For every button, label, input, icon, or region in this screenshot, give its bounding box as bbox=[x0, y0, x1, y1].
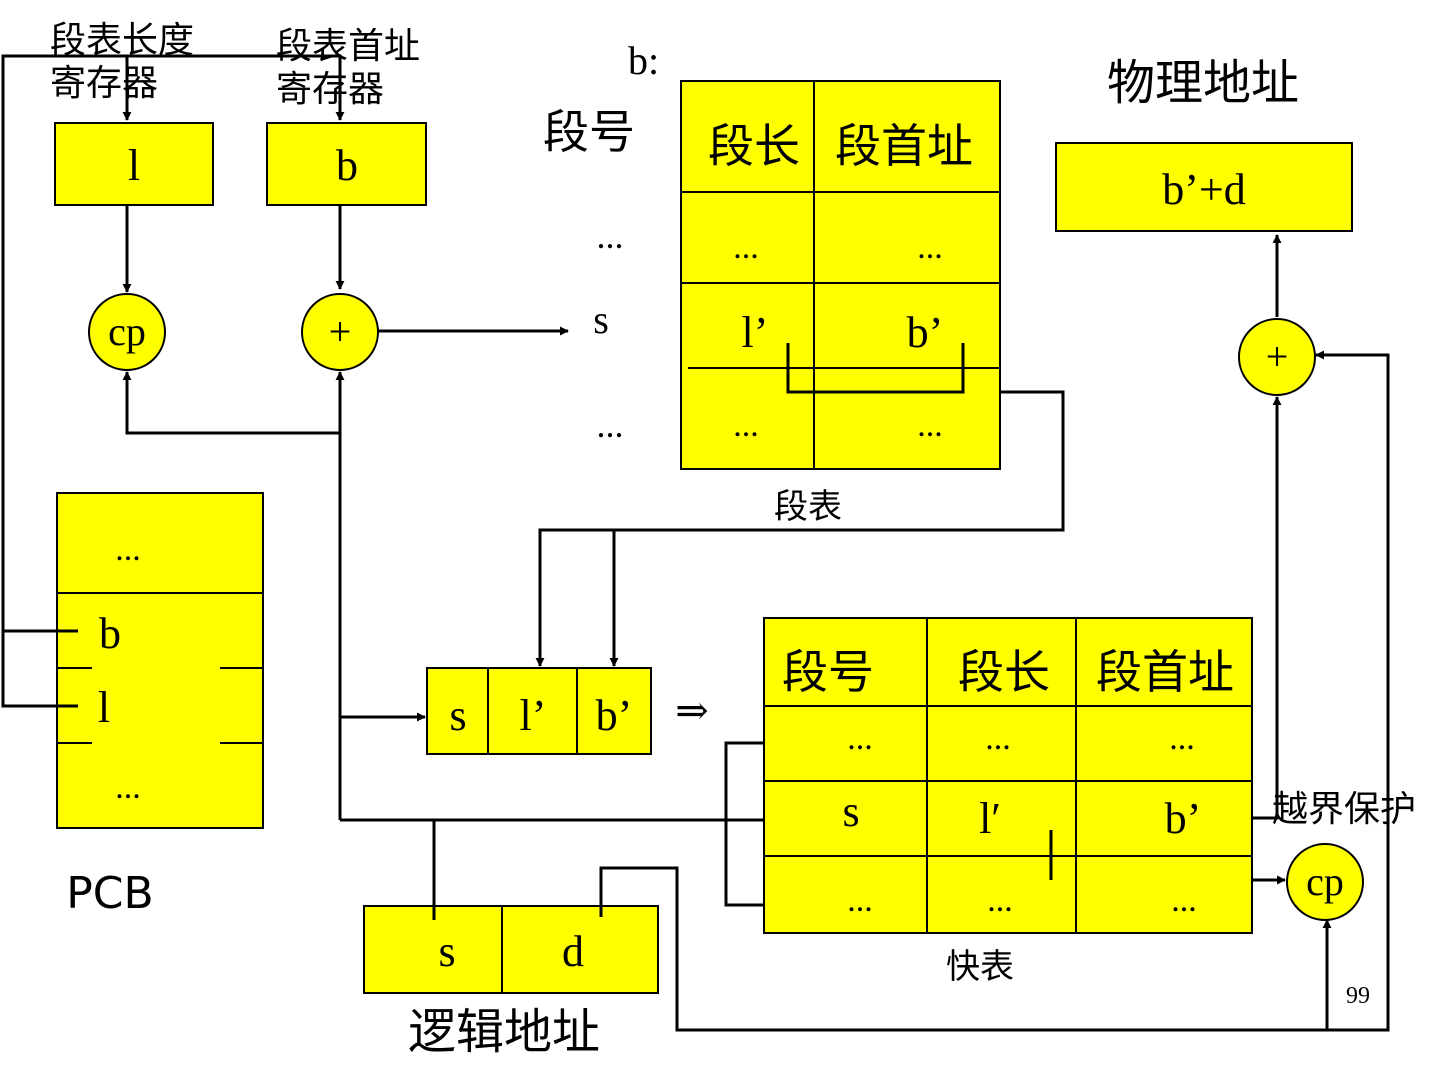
tlb-row-2-length: ... bbox=[987, 882, 1013, 919]
segment-entry-tap bbox=[786, 343, 965, 394]
base-adder-label: + bbox=[329, 309, 352, 354]
segment-row-2-length: ... bbox=[733, 407, 759, 444]
length-comparator: cp bbox=[88, 293, 166, 371]
implies-arrow: ⇒ bbox=[675, 688, 709, 733]
segment-index-row-1: s bbox=[593, 297, 609, 342]
bus-to-cp-bottom bbox=[122, 371, 340, 435]
physical-adder-label: + bbox=[1266, 334, 1289, 379]
segment-header-length: 段长 bbox=[708, 121, 800, 172]
segment-table-base-label: b: bbox=[628, 38, 659, 83]
tlb-header-base: 段首址 bbox=[1096, 647, 1234, 698]
overflow-comparator-label: cp bbox=[1306, 859, 1344, 904]
logical-cell-offset: d bbox=[562, 927, 584, 976]
pcb-caption: PCB bbox=[66, 868, 153, 919]
physical-address-title: 物理地址 bbox=[1107, 57, 1299, 110]
logical-address-caption: 逻辑地址 bbox=[408, 1006, 600, 1059]
base-adder: + bbox=[301, 293, 379, 371]
entry-cell-length: l’ bbox=[520, 691, 547, 740]
segment-index-header: 段号 bbox=[543, 107, 635, 158]
tlb-row-1-base: b’ bbox=[1165, 794, 1202, 843]
base-register: b bbox=[266, 122, 427, 206]
tlb-search-row1 bbox=[724, 738, 777, 820]
length-register: l bbox=[54, 122, 214, 206]
segment-row-0-length: ... bbox=[733, 229, 759, 266]
overflow-protection-label: 越界保护 bbox=[1272, 789, 1416, 829]
length-comparator-label: cp bbox=[108, 309, 146, 354]
length-register-value: l bbox=[128, 141, 140, 190]
pcb-row-3: ... bbox=[115, 769, 141, 806]
tlb-row-0-base: ... bbox=[1169, 720, 1195, 757]
base-register-label-line2: 寄存器 bbox=[276, 69, 384, 109]
length-register-label-line1: 段表长度 bbox=[50, 20, 194, 60]
page-number: 99 bbox=[1346, 983, 1370, 1009]
tlb-row-0-length: ... bbox=[985, 720, 1011, 757]
pcb-row-0: ... bbox=[115, 531, 141, 568]
tlb-row-1-index: s bbox=[842, 787, 859, 836]
tlb-header-length: 段长 bbox=[958, 647, 1050, 698]
segment-row-2-base: ... bbox=[917, 407, 943, 444]
logical-s-to-cp-and-adder bbox=[340, 372, 436, 920]
tlb-caption: 快表 bbox=[946, 948, 1014, 986]
physical-address: 物理地址 b’+d bbox=[1055, 57, 1353, 232]
base-register-value: b bbox=[336, 141, 358, 190]
segment-row-1-length: l’ bbox=[742, 308, 769, 357]
tlb-row-2-base: ... bbox=[1171, 882, 1197, 919]
tlb-row-2-index: ... bbox=[847, 882, 873, 919]
tlb: 段号 段长 段首址 ... ... ... s l′ b’ ... ... ..… bbox=[763, 617, 1416, 986]
segment-index-row-0: ... bbox=[597, 216, 624, 256]
entry-cell-s: s bbox=[449, 691, 466, 740]
overflow-comparator: cp bbox=[1286, 843, 1364, 921]
physical-adder: + bbox=[1238, 318, 1316, 396]
tlb-search-row3 bbox=[724, 820, 777, 910]
offset-d-to-adder bbox=[1315, 350, 1390, 1032]
tlb-row-0-index: ... bbox=[847, 720, 873, 757]
length-register-label-line2: 寄存器 bbox=[50, 63, 158, 103]
segment-table: b: 段号 ... s ... 段长 段首址 ... ... l’ b’ ...… bbox=[543, 38, 1001, 526]
logical-address: s d 逻辑地址 bbox=[363, 905, 659, 1059]
pcb: ... b l ... PCB bbox=[56, 492, 264, 919]
segment-row-1-base: b’ bbox=[907, 308, 944, 357]
segment-row-0-base: ... bbox=[917, 229, 943, 266]
logical-cell-segment: s bbox=[438, 927, 455, 976]
base-register-label-line1: 段表首址 bbox=[276, 26, 420, 66]
segment-table-caption: 段表 bbox=[774, 488, 842, 526]
pcb-row-2: l bbox=[98, 683, 110, 732]
segment-index-row-2: ... bbox=[597, 405, 624, 445]
entry-register: s l’ b’ ⇒ bbox=[426, 667, 709, 755]
entry-cell-base: b’ bbox=[596, 691, 633, 740]
physical-address-value: b’+d bbox=[1162, 165, 1245, 214]
pcb-row-1: b bbox=[99, 609, 121, 658]
segment-header-base: 段首址 bbox=[835, 121, 973, 172]
tlb-row-1-length: l′ bbox=[979, 794, 1001, 843]
tlb-header-index: 段号 bbox=[782, 647, 874, 698]
